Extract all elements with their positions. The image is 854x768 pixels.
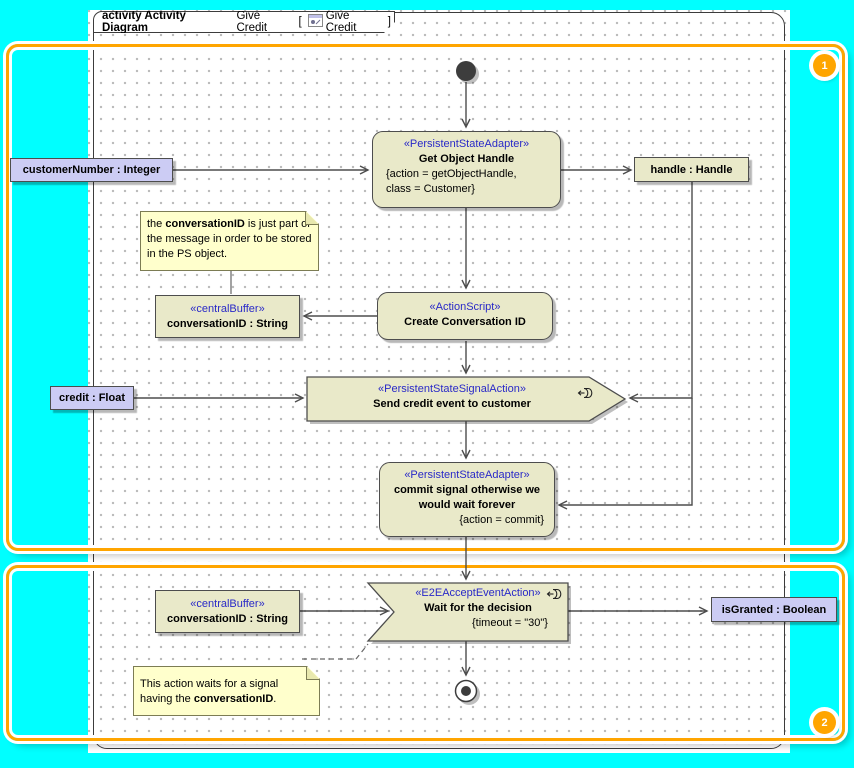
- stereotype-label: «PersistentStateAdapter»: [403, 138, 530, 150]
- object-node-handle[interactable]: handle : Handle: [634, 157, 749, 182]
- action-constraint: {action = getObjectHandle, class = Custo…: [386, 168, 517, 195]
- final-node-dot: [461, 686, 471, 696]
- buffer-label: conversationID : String: [166, 317, 289, 330]
- object-node-credit[interactable]: credit : Float: [50, 386, 134, 410]
- object-node-label: isGranted : Boolean: [721, 603, 827, 616]
- note-text: This action waits for a signal having th…: [140, 678, 279, 705]
- note-text-bold: conversationID: [165, 218, 245, 230]
- note-text: the: [147, 218, 166, 230]
- send-signal-shape[interactable]: [306, 376, 627, 422]
- accept-event-shape[interactable]: [366, 582, 569, 642]
- note-conversation-id[interactable]: the conversationID is just part of the m…: [140, 211, 319, 271]
- object-node-label: customerNumber : Integer: [22, 164, 161, 176]
- stereotype-label: «centralBuffer»: [190, 597, 265, 610]
- action-get-object-handle[interactable]: «PersistentStateAdapter» Get Object Hand…: [372, 131, 561, 208]
- object-node-is-granted[interactable]: isGranted : Boolean: [711, 597, 837, 622]
- frame-badge-1[interactable]: 1: [813, 54, 836, 77]
- tab-open-bracket: [: [298, 16, 302, 28]
- signal-icon: [576, 386, 594, 407]
- action-create-conversation-id[interactable]: «ActionScript» Create Conversation ID: [377, 292, 553, 340]
- tab-close-bracket: ]: [387, 16, 391, 28]
- diagram-title-tab[interactable]: activity Activity Diagram Give Credit [ …: [93, 11, 395, 33]
- group-frame-2[interactable]: [6, 565, 845, 741]
- object-node-label: credit : Float: [58, 392, 125, 404]
- edge-handle-to-sendsignal[interactable]: [628, 182, 693, 403]
- note-action-waits[interactable]: This action waits for a signal having th…: [133, 666, 320, 716]
- note-text: .: [273, 693, 277, 705]
- note-text: is just part of the message in order to …: [147, 218, 312, 260]
- edge-handle-to-commit[interactable]: [557, 398, 693, 510]
- object-node-customer-number[interactable]: customerNumber : Integer: [10, 158, 173, 182]
- frame-badge-2[interactable]: 2: [813, 711, 836, 734]
- activity-frame-border: [93, 12, 785, 749]
- tab-ref-name: Give Credit: [325, 10, 357, 34]
- activity-diagram-icon: [308, 14, 323, 30]
- stereotype-label: «PersistentStateAdapter»: [404, 469, 530, 481]
- note2-anchor-line: [302, 643, 369, 660]
- central-buffer-conversation-id-1[interactable]: «centralBuffer» conversationID : String: [155, 295, 300, 338]
- stereotype-label: «centralBuffer»: [190, 302, 265, 315]
- group-frame-1[interactable]: [6, 44, 845, 551]
- tab-diagram-name: Give Credit: [236, 10, 268, 34]
- note-text-bold: conversationID: [193, 693, 274, 705]
- action-constraint: {action = commit}: [459, 514, 544, 526]
- central-buffer-conversation-id-2[interactable]: «centralBuffer» conversationID : String: [155, 590, 300, 633]
- stereotype-label: «ActionScript»: [429, 301, 501, 313]
- action-name: Get Object Handle: [418, 153, 515, 165]
- action-commit-signal[interactable]: «PersistentStateAdapter» commit signal o…: [379, 462, 555, 537]
- object-node-label: handle : Handle: [650, 163, 733, 176]
- action-name: Create Conversation ID: [404, 316, 526, 328]
- initial-node[interactable]: [456, 61, 476, 81]
- signal-icon: [545, 587, 563, 608]
- buffer-label: conversationID : String: [166, 612, 289, 625]
- action-name: commit signal otherwise we would wait fo…: [393, 484, 541, 511]
- tab-kind-label: activity Activity Diagram: [102, 10, 186, 34]
